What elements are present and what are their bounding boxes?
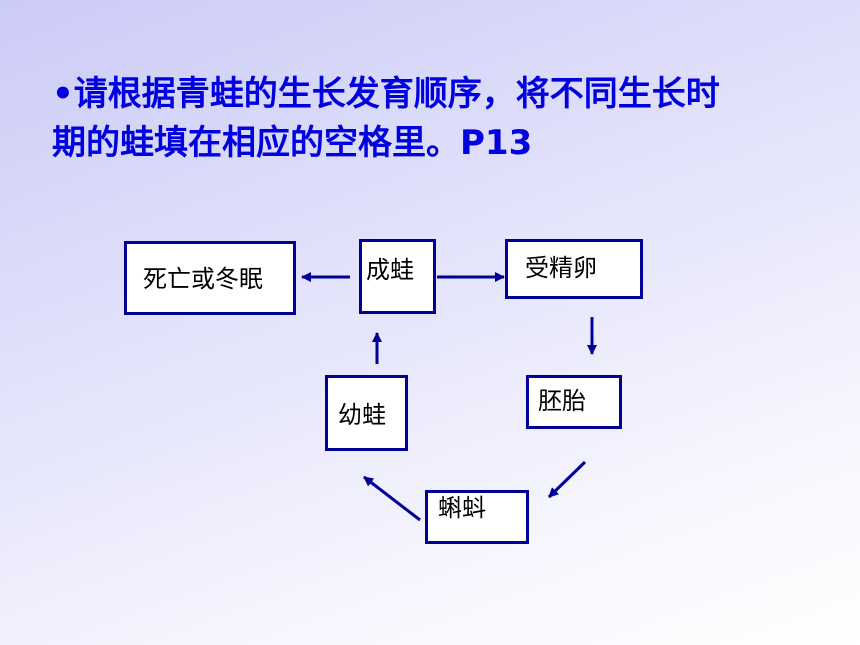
- label-young-frog: 幼蛙: [338, 401, 386, 429]
- box-fertilized-egg: 受精卵: [505, 239, 643, 299]
- box-embryo: 胚胎: [526, 375, 622, 429]
- label-death-or-hibernation: 死亡或冬眠: [143, 265, 263, 293]
- arrow-embryo-to-tadpole: [547, 460, 587, 499]
- question-text: •请根据青蛙的生长发育顺序，将不同生长时 期的蛙填在相应的空格里。P13: [52, 70, 842, 168]
- arrow-tadpole-to-young: [363, 475, 421, 522]
- box-death-or-hibernation: 死亡或冬眠: [124, 241, 296, 315]
- label-embryo: 胚胎: [538, 387, 586, 415]
- label-adult-frog: 成蛙: [366, 256, 414, 284]
- box-young-frog: 幼蛙: [325, 375, 408, 451]
- box-tadpole: 蝌蚪: [425, 490, 529, 544]
- question-line-1: •请根据青蛙的生长发育顺序，将不同生长时: [52, 74, 720, 114]
- question-line-2: 期的蛙填在相应的空格里。P13: [52, 123, 533, 163]
- label-fertilized-egg: 受精卵: [525, 254, 597, 282]
- box-adult-frog: 成蛙: [359, 239, 436, 314]
- label-tadpole: 蝌蚪: [438, 494, 486, 522]
